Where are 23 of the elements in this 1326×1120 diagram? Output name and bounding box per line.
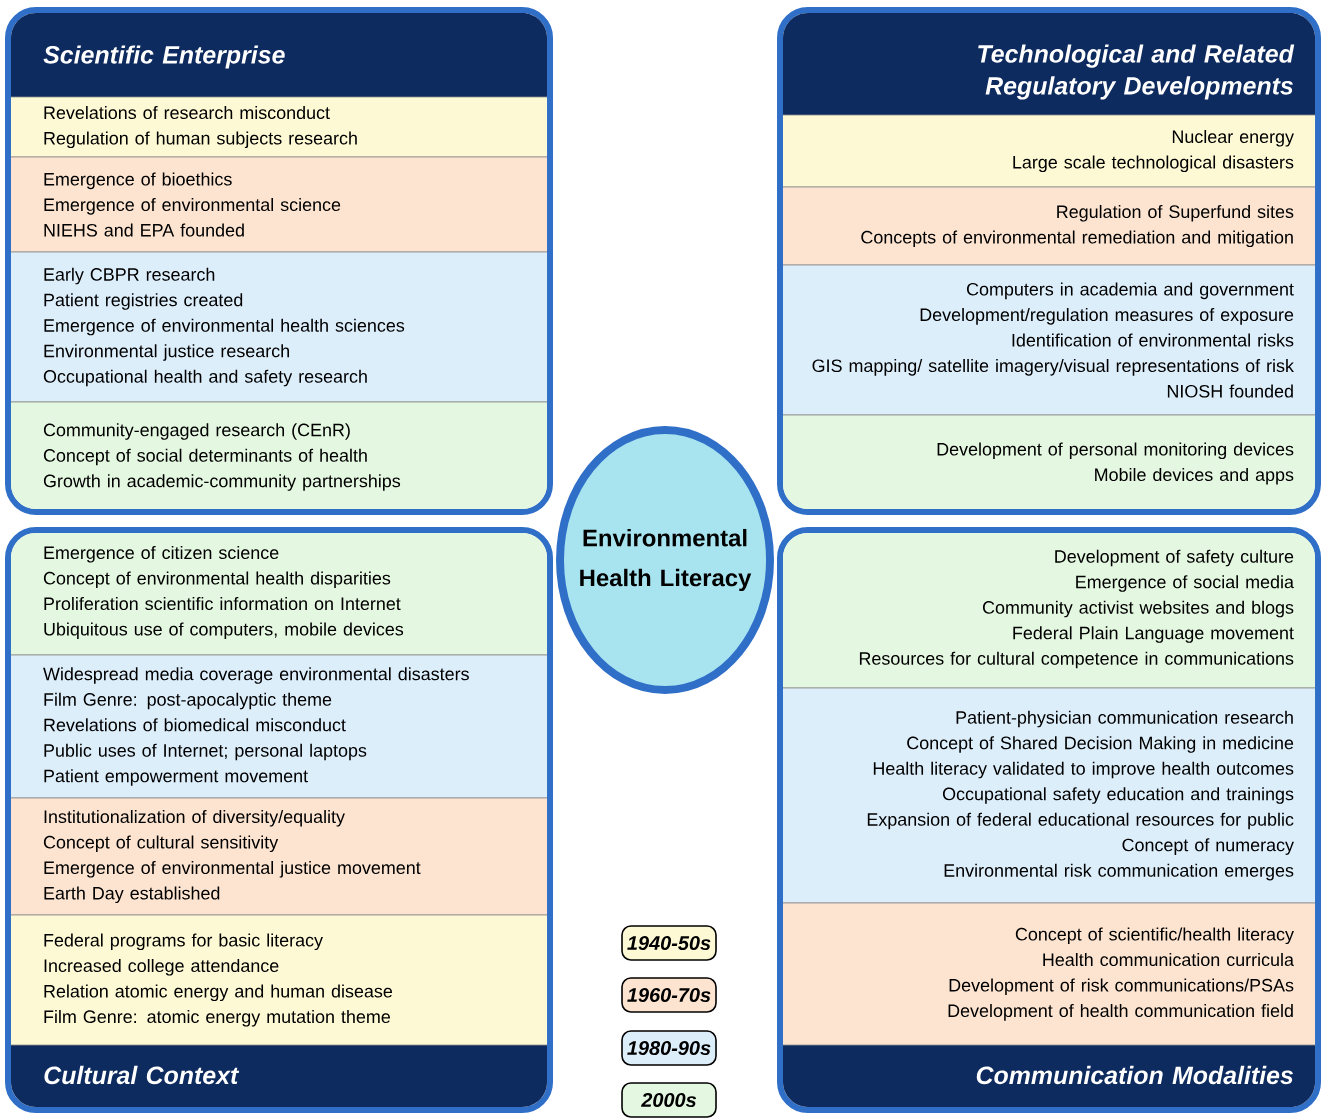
era-band: Early CBPR research Patient registries created Emergence of environmental health sciences Environmental justice research Occupational health and safety research (11, 251, 547, 403)
era-band: Emergence of bioethics Emergence of environmental science NIEHS and EPA founded (11, 156, 547, 253)
era-band: Institutionalization of diversity/equality Concept of cultural sensitivity Emergence of environmental justice movement Earth Day established (11, 797, 547, 916)
era-band: Community-engaged research (CEnR) Concept of social determinants of health Growth in academic-community partnerships (11, 401, 547, 509)
era-band: Concept of scientific/health literacy Health communication curricula Development of risk communications/PSAs Development of health communication field (783, 902, 1315, 1046)
era-band: Revelations of research misconduct Regulation of human subjects research (11, 96, 547, 158)
heading-bar: Technological and Related Regulatory Developments (783, 13, 1315, 115)
legend-item: 1940-50s (621, 925, 717, 961)
era-band: Emergence of citizen science Concept of environmental health disparities Proliferation scientific information on Internet Ubiquitous use of computers, mobile devices (11, 533, 547, 656)
era-band: Development of personal monitoring devices Mobile devices and apps (783, 414, 1315, 509)
era-band: Patient-physician communication research Concept of Shared Decision Making in medicine Health literacy validated to improve health outcomes Occupational safety education and trainings Expansion of federal educational resources for public Concept of numeracy Environmental risk communication emerges (783, 687, 1315, 904)
era-band: Development of safety culture Emergence of social media Community activist websites and blogs Federal Plain Language movement Resources for cultural competence in communications (783, 533, 1315, 689)
legend-item: 2000s (621, 1082, 717, 1118)
legend-item: 1960-70s (621, 977, 717, 1013)
era-band: Federal programs for basic literacy Increased college attendance Relation atomic energy and human disease Film Genre: atomic energy mutation theme (11, 914, 547, 1046)
era-band: Nuclear energy Large scale technological disasters (783, 114, 1315, 188)
heading-bar: Scientific Enterprise (11, 13, 547, 97)
era-band: Regulation of Superfund sites Concepts of environmental remediation and mitigation (783, 186, 1315, 266)
heading-bar: Communication Modalities (783, 1045, 1315, 1107)
era-band: Widespread media coverage environmental disasters Film Genre: post-apocalyptic theme Revelations of biomedical misconduct Public uses of Internet; personal laptops Patient empowerment movement (11, 654, 547, 799)
era-band: Computers in academia and government Development/regulation measures of exposure Identification of environmental risks GIS mapping/ satellite imagery/visual representations of risk NIOSH founded (783, 264, 1315, 416)
heading-bar: Cultural Context (11, 1045, 547, 1107)
legend-item: 1980-90s (621, 1030, 717, 1066)
